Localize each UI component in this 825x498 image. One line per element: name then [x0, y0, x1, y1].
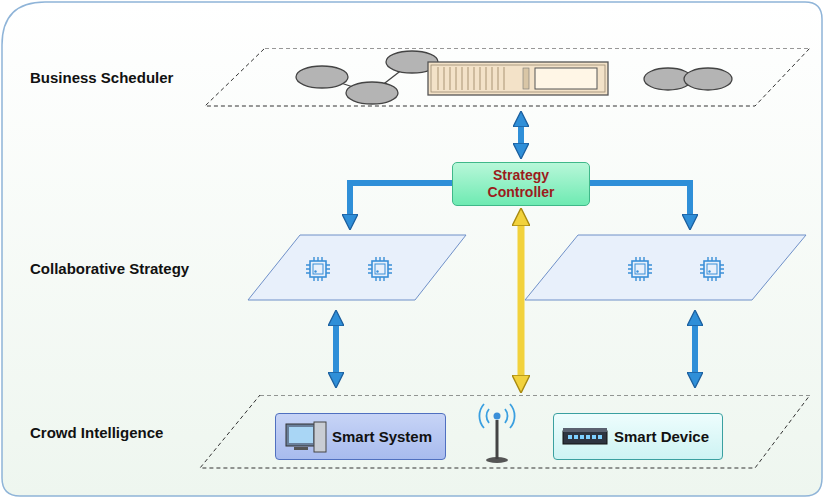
system-box: Smart System [275, 413, 446, 460]
strategy-arrows [336, 183, 695, 380]
server-icon [428, 62, 608, 95]
scheduler-band: Business Scheduler [20, 48, 815, 108]
device-label: Smart Device [614, 428, 709, 445]
switch-icon [562, 420, 608, 454]
layer-heading: Crowd Intelligence [30, 424, 163, 441]
double-arrow [518, 217, 525, 384]
strategy-plane [248, 235, 806, 300]
graph-icon [296, 51, 732, 104]
controller-label: Strategy Controller [467, 167, 575, 201]
controller-box: Strategy Controller [452, 162, 590, 206]
layer-heading: Collaborative Strategy [30, 260, 189, 277]
system-label: Smart System [332, 428, 432, 445]
double-arrow [518, 119, 524, 151]
computer-icon [284, 420, 330, 454]
crowd-band: Crowd Intelligence Smart System Smart Devi… [20, 395, 815, 470]
antenna-icon [479, 404, 514, 463]
layer-heading: Business Scheduler [30, 69, 173, 86]
device-box: Smart Device [553, 413, 723, 460]
